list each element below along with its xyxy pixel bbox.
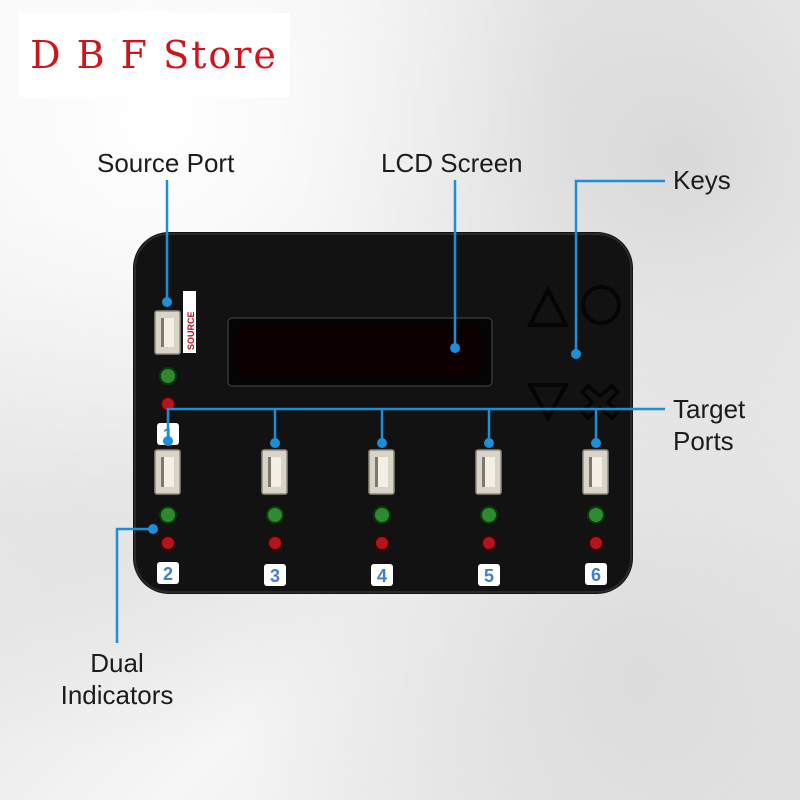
led-red-6: [588, 535, 604, 551]
keys-dot: [571, 349, 581, 359]
source-port-dot: [162, 297, 172, 307]
keys-leader: [574, 179, 665, 354]
triangle-up-icon[interactable]: [526, 285, 570, 327]
target-dot-4: [377, 438, 387, 448]
callout-lines: [115, 179, 665, 643]
callout-lcd-screen: LCD Screen: [381, 148, 523, 178]
port-badge-5: [478, 564, 500, 586]
source-tag: SOURCE: [183, 291, 196, 353]
port-badge-6: [585, 563, 607, 585]
callout-source-port: Source Port: [97, 148, 235, 178]
source-tag-text: SOURCE: [186, 311, 196, 350]
led-green-6: [587, 506, 605, 524]
circle-icon[interactable]: [581, 285, 621, 325]
port-number-4: 4: [377, 566, 387, 586]
led-red-5: [481, 535, 497, 551]
target-dot-2: [163, 436, 173, 446]
led-green-3: [266, 506, 284, 524]
source-led-green: [159, 367, 177, 385]
port-badge-3: [264, 564, 286, 586]
callout-dual-indicators-line1: Dual: [90, 648, 144, 678]
duplicator-body-edge: [134, 233, 632, 593]
target-ports-leader: [166, 407, 665, 440]
led-green-2: [159, 506, 177, 524]
port-number-5: 5: [484, 566, 494, 586]
source-usb-port[interactable]: [154, 310, 181, 355]
target-dot-5: [484, 438, 494, 448]
port-number-3: 3: [270, 566, 280, 586]
lcd-screen-dot: [450, 343, 460, 353]
store-label: D B F Store: [30, 33, 278, 77]
target-dot-6: [591, 438, 601, 448]
target-usb-port-2[interactable]: [154, 449, 181, 495]
target-usb-port-5[interactable]: [475, 449, 502, 495]
target-usb-port-4[interactable]: [368, 449, 395, 495]
led-red-3: [267, 535, 283, 551]
callout-dots: [148, 297, 601, 534]
lcd-screen: [238, 326, 482, 378]
callout-dual-indicators: Dual Indicators: [52, 647, 182, 711]
led-green-4: [373, 506, 391, 524]
triangle-down-icon[interactable]: [526, 383, 570, 423]
callout-target-ports-line2: Ports: [673, 426, 734, 456]
led-red-4: [374, 535, 390, 551]
store-logo-box: D B F Store: [18, 13, 290, 97]
led-red-2: [160, 535, 176, 551]
port-badge-4: [371, 564, 393, 586]
led-green-5: [480, 506, 498, 524]
cross-icon[interactable]: [579, 383, 621, 421]
callout-target-ports-line1: Target: [673, 394, 746, 424]
callout-dual-indicators-line2: Indicators: [60, 680, 174, 710]
port-number-2: 2: [163, 564, 173, 584]
callout-keys: Keys: [673, 165, 731, 195]
port-badge-2: [157, 562, 179, 584]
target-usb-port-3[interactable]: [261, 449, 288, 495]
target-dot-3: [270, 438, 280, 448]
target-usb-port-6[interactable]: [582, 449, 609, 495]
dual-indicators-dot: [148, 524, 158, 534]
dual-indicators-leader: [115, 527, 153, 643]
callout-target-ports: Target Ports: [673, 393, 745, 457]
port-number-6: 6: [591, 565, 601, 585]
